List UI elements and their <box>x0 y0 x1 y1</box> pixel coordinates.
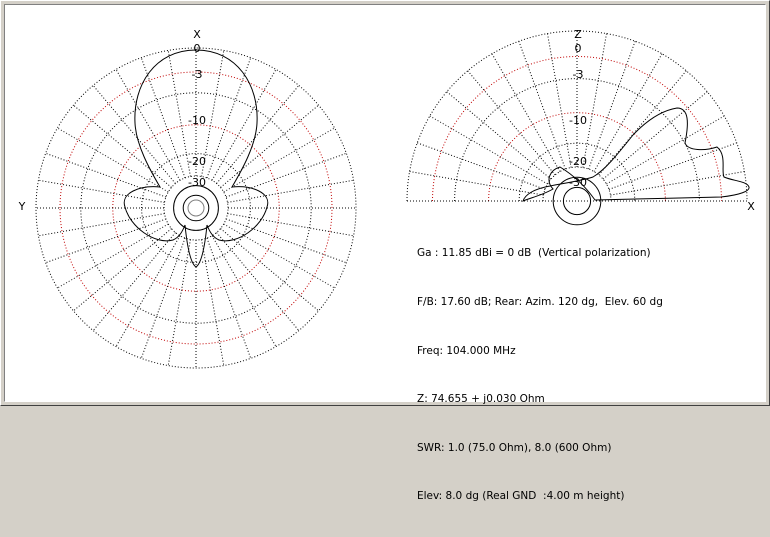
plot-panel: X Y 0 -3 -10 -20 -30 Z X 0 -3 -10 -20 -3… <box>4 4 766 502</box>
vertical-right-axis-label: X <box>747 200 755 213</box>
antenna-info-block: Ga : 11.85 dBi = 0 dB (Vertical polariza… <box>417 213 663 537</box>
grid-spoke <box>206 237 252 359</box>
grid-spoke <box>201 50 225 177</box>
center-ring-inner <box>182 194 210 222</box>
grid-spoke <box>73 228 172 312</box>
grid-spoke <box>223 127 335 193</box>
grid-spoke <box>223 223 335 289</box>
horizontal-ring-label-3: -3 <box>192 68 203 81</box>
grid-spoke <box>140 237 186 359</box>
grid-spoke <box>115 69 181 181</box>
grid-spoke <box>211 235 277 347</box>
horizontal-pattern-plot: X Y 0 -3 -10 -20 -30 <box>18 28 357 369</box>
grid-spoke <box>546 33 572 168</box>
center-ring <box>552 176 602 226</box>
horizontal-pattern-curve <box>123 49 269 268</box>
gain-text: Ga : 11.85 dBi = 0 dB (Vertical polariza… <box>417 247 651 260</box>
grid-spoke <box>216 232 300 331</box>
grid-spoke <box>409 170 544 196</box>
radiation-pattern-plots: X Y 0 -3 -10 -20 -30 Z X 0 -3 -10 -20 -3… <box>18 28 755 369</box>
grid-spoke <box>45 152 167 198</box>
grid-spoke <box>606 115 725 185</box>
grid-spoke <box>608 142 737 190</box>
grid-spoke <box>38 213 165 237</box>
grid-spoke <box>45 218 167 264</box>
grid-spoke <box>201 239 225 366</box>
horizontal-ring-label-0: 0 <box>194 42 201 55</box>
grid-spoke <box>220 104 319 188</box>
horizontal-top-axis-label: X <box>193 28 201 41</box>
grid-ring <box>112 124 280 292</box>
grid-spoke <box>115 235 181 347</box>
grid-spoke <box>227 179 354 203</box>
grid-ring <box>518 142 636 202</box>
front-to-back-text: F/B: 17.60 dB; Rear: Azim. 120 dg, Elev.… <box>417 296 663 308</box>
grid-spoke <box>227 213 354 237</box>
window-frame: X Y 0 -3 -10 -20 -30 Z X 0 -3 -10 -20 -3… <box>0 0 770 502</box>
grid-spoke <box>206 57 252 179</box>
grid-ring <box>432 56 722 202</box>
horizontal-ring-label-30: -30 <box>188 176 206 189</box>
grid-spoke <box>518 41 566 170</box>
grid-spoke <box>216 85 300 184</box>
grid-ring <box>80 92 312 324</box>
vertical-ring-label-3: -3 <box>573 68 584 81</box>
grid-spoke <box>73 104 172 188</box>
frequency-text: Freq: 104.000 MHz <box>417 344 516 357</box>
vertical-pattern-plot: Z X 0 -3 -10 -20 -30 <box>406 28 755 226</box>
grid-ring <box>454 78 700 202</box>
grid-spoke <box>446 91 552 180</box>
grid-spoke <box>491 53 561 172</box>
grid-ring <box>406 30 748 202</box>
grid-spoke <box>467 70 556 176</box>
grid-spoke <box>57 223 169 289</box>
vertical-top-axis-label: Z <box>574 28 582 41</box>
grid-spoke <box>140 57 186 179</box>
horizontal-ring-label-10: -10 <box>188 114 206 127</box>
vertical-ring-label-0: 0 <box>575 42 582 55</box>
center-ring <box>173 185 219 231</box>
grid-spoke <box>167 50 191 177</box>
grid-spoke <box>38 179 165 203</box>
grid-spoke <box>92 85 176 184</box>
grid-spoke <box>588 41 636 170</box>
grid-spoke <box>225 152 347 198</box>
horizontal-left-axis-label: Y <box>18 200 26 213</box>
grid-spoke <box>593 53 663 172</box>
grid-ring <box>163 175 229 241</box>
vertical-grid <box>406 30 748 226</box>
grid-spoke <box>602 91 708 180</box>
swr-text: SWR: 1.0 (75.0 Ohm), 8.0 (600 Ohm) <box>417 441 612 454</box>
horizontal-ring-label-20: -20 <box>188 155 206 168</box>
vertical-ring-label-20: -20 <box>569 155 587 168</box>
vertical-ring-label-10: -10 <box>569 114 587 127</box>
grid-spoke <box>429 115 548 185</box>
horizontal-grid <box>35 47 357 369</box>
grid-ring <box>35 47 357 369</box>
center-ring-inner <box>562 186 592 216</box>
grid-spoke <box>167 239 191 366</box>
grid-spoke <box>582 33 608 168</box>
grid-spoke <box>598 70 687 176</box>
grid-spoke <box>610 170 745 196</box>
grid-spoke <box>211 69 277 181</box>
center-dot <box>187 199 205 217</box>
grid-spoke <box>57 127 169 193</box>
vertical-pattern-curve <box>522 107 750 202</box>
vertical-ring-label-30: -30 <box>569 176 587 189</box>
grid-spoke <box>225 218 347 264</box>
grid-ring <box>141 153 251 263</box>
grid-spoke <box>417 142 546 190</box>
impedance-text: Z: 74.655 + j0.030 Ohm <box>417 393 545 406</box>
grid-spoke <box>92 232 176 331</box>
grid-spoke <box>220 228 319 312</box>
elevation-text: Elev: 8.0 dg (Real GND :4.00 m height) <box>417 490 625 503</box>
